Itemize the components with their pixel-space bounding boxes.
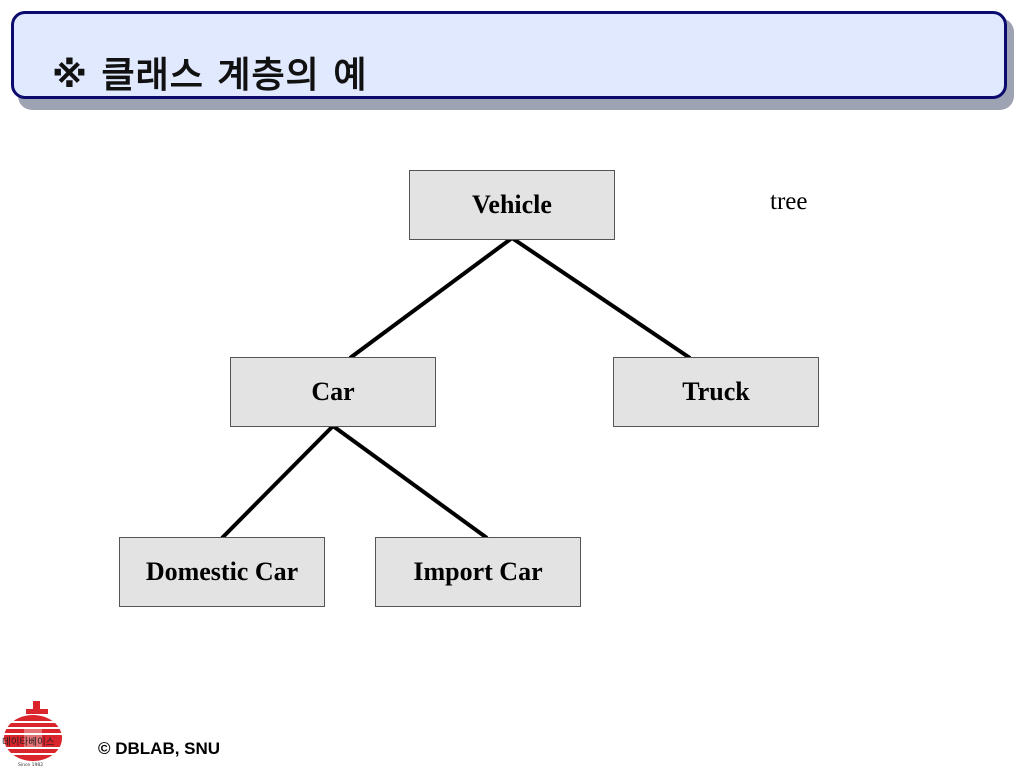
tree-annotation: tree bbox=[770, 188, 808, 215]
footer-copyright: © DBLAB, SNU bbox=[98, 739, 221, 758]
node-import-car: Import Car bbox=[375, 537, 581, 607]
node-car-label: Car bbox=[311, 377, 355, 406]
edge-vehicle-car bbox=[348, 236, 514, 360]
logo-text: 데이타베이스 bbox=[2, 737, 55, 748]
edge-vehicle-truck bbox=[510, 236, 692, 360]
node-import-car-label: Import Car bbox=[413, 557, 543, 586]
edge-car-domestic-car bbox=[220, 424, 335, 540]
slide-title: ※ 클래스 계층의 예 bbox=[52, 55, 368, 96]
node-domestic-car: Domestic Car bbox=[119, 537, 325, 607]
node-truck-label: Truck bbox=[682, 377, 750, 406]
dblab-logo: 데이타베이스 Since 1982 bbox=[2, 701, 62, 768]
node-car: Car bbox=[230, 357, 436, 427]
edge-car-import-car bbox=[331, 424, 489, 540]
title-banner: ※ 클래스 계층의 예 bbox=[11, 11, 1007, 99]
logo-subtext: Since 1982 bbox=[18, 762, 43, 768]
node-domestic-car-label: Domestic Car bbox=[145, 557, 299, 586]
node-vehicle: Vehicle bbox=[409, 170, 615, 240]
node-truck: Truck bbox=[613, 357, 819, 427]
node-vehicle-label: Vehicle bbox=[472, 190, 552, 219]
